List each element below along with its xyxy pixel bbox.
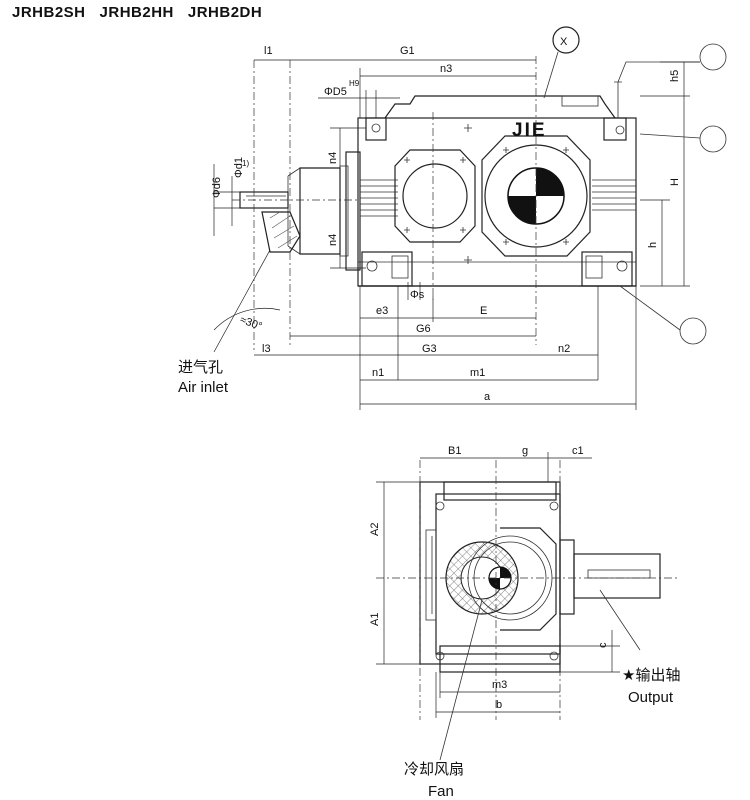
dim-H9: H9	[349, 79, 360, 88]
dim-A1: A1	[369, 613, 381, 626]
view-marker-X: X	[560, 36, 568, 48]
dim-l3: l3	[262, 343, 271, 355]
air-inlet-en: Air inlet	[178, 379, 229, 396]
dim-n1: n1	[372, 367, 384, 379]
brand-logo: JIE	[512, 120, 547, 141]
dim-b: b	[496, 699, 502, 711]
dim-c1: c1	[572, 445, 584, 457]
input-gear-boss	[394, 149, 476, 243]
dim-phid6: Φd6	[211, 177, 223, 198]
dim-phis: Φs	[410, 289, 425, 301]
dim-l1: l1	[264, 45, 273, 57]
dim-e3: e3	[376, 305, 388, 317]
side-view: JIE	[178, 26, 727, 410]
fan-label-cn: 冷却风扇	[404, 761, 464, 778]
cooling-fins-left	[360, 179, 398, 217]
air-inlet-cn: 进气孔	[178, 359, 223, 376]
dim-B1: B1	[448, 445, 461, 457]
page-title: JRHB2SH JRHB2HH JRHB2DH	[12, 4, 263, 21]
dim-phid1: Φd1	[233, 157, 245, 178]
dim-n2: n2	[558, 343, 570, 355]
dim-A2: A2	[369, 523, 381, 536]
dim-G3: G3	[422, 343, 437, 355]
dim-m1: m1	[470, 367, 485, 379]
fan-label-en: Fan	[428, 783, 454, 800]
dim-G6: G6	[416, 323, 431, 335]
dim-h: h	[647, 242, 659, 248]
dim-E: E	[480, 305, 487, 317]
dim-n3: n3	[440, 63, 452, 75]
output-label-cn: ★输出轴	[622, 667, 680, 684]
dim-phiD5: ΦD5	[324, 86, 347, 98]
dim-n4-bottom: n4	[327, 234, 339, 246]
dim-angle: ≈30°	[238, 314, 263, 333]
housing-outline	[357, 117, 637, 287]
dim-g: g	[522, 445, 528, 457]
cooling-fins-right	[592, 179, 636, 211]
output-gear-boss	[481, 135, 591, 257]
note-1: 1)	[242, 159, 249, 168]
dim-h5: h5	[669, 70, 681, 82]
dim-n4-top: n4	[327, 152, 339, 164]
dim-H: H	[669, 178, 681, 186]
output-shaft	[573, 553, 661, 599]
output-label-en: Output	[628, 689, 674, 706]
dim-m3: m3	[492, 679, 507, 691]
dim-a: a	[484, 391, 491, 403]
dim-c: c	[597, 642, 609, 648]
dim-G1: G1	[400, 45, 415, 57]
end-view: B1 g c1 A2 A1 c m3 b ★输出轴 Output 冷却风扇 Fa…	[369, 445, 680, 800]
